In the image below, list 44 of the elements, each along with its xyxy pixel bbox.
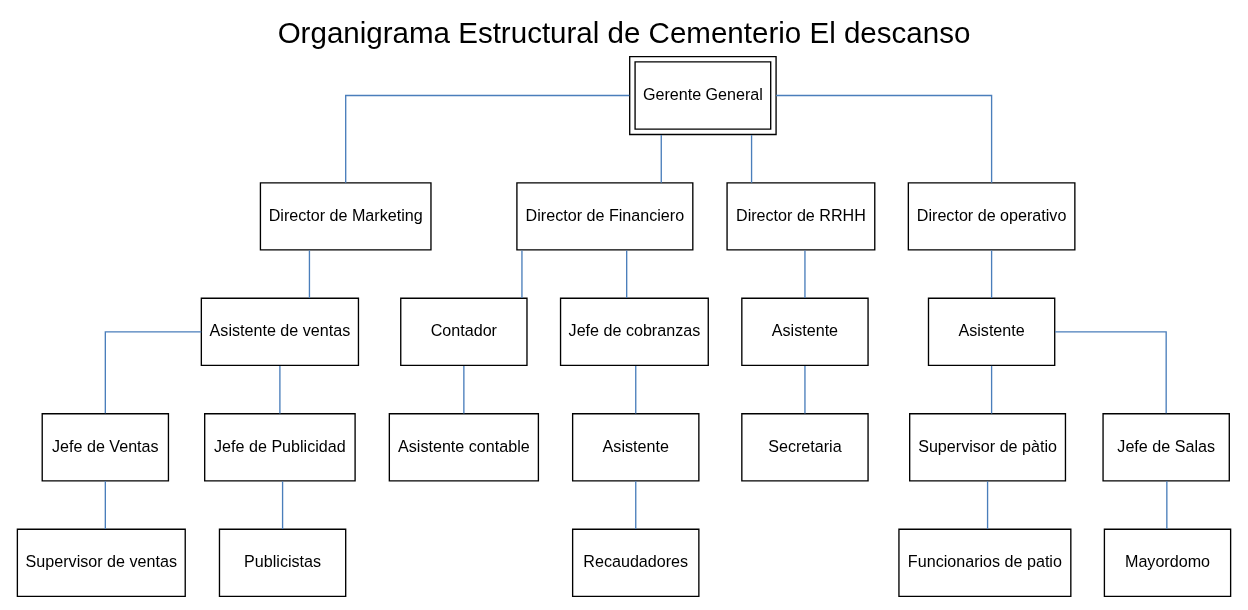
node-box: Recaudadores: [571, 528, 700, 598]
connector: [308, 249, 311, 299]
connector: [281, 480, 284, 530]
connector: [990, 249, 993, 299]
connector: [1166, 480, 1168, 530]
node-box: Asistente de ventas: [200, 297, 360, 367]
node-box: Jefe de Publicidad: [204, 413, 356, 482]
connector: [1054, 331, 1167, 414]
node-box: Director de Financiero: [516, 182, 694, 251]
node-box: Gerente General: [629, 55, 777, 136]
connector: [104, 480, 106, 530]
connector: [635, 365, 637, 415]
node-box: Publicistas: [218, 528, 347, 598]
connector: [104, 331, 202, 414]
node-box: Asistente: [927, 297, 1056, 367]
node-box: Asistente: [741, 297, 869, 367]
node-box: Director de RRHH: [726, 182, 876, 251]
node-box: Director de operativo: [907, 182, 1076, 251]
connector: [986, 480, 989, 530]
node-box: Asistente contable: [388, 413, 540, 482]
connector: [660, 134, 662, 184]
connector: [804, 249, 806, 299]
connector: [635, 480, 637, 530]
node-box: Supervisor de pàtio: [909, 413, 1067, 482]
connector: [804, 365, 806, 415]
node-box: Contador: [400, 297, 528, 367]
node-box: Jefe de cobranzas: [559, 297, 709, 367]
node-box: Director de Marketing: [259, 182, 432, 251]
connector: [750, 134, 753, 184]
connector: [521, 249, 523, 299]
connector: [775, 94, 993, 184]
diagram-title: Organigrama Estructural de Cementerio El descanso: [277, 15, 971, 49]
node-box: Jefe de Salas: [1102, 413, 1230, 482]
node-box: Secretaria: [741, 413, 869, 482]
connector: [463, 365, 465, 415]
node-box: Jefe de Ventas: [41, 413, 170, 482]
node-box: Mayordomo: [1103, 528, 1232, 598]
connector: [345, 94, 630, 184]
connector: [279, 365, 281, 415]
connector: [990, 365, 993, 415]
node-box: Asistente: [571, 413, 700, 482]
node-box: Funcionarios de patio: [898, 528, 1072, 598]
node-box: Supervisor de ventas: [16, 528, 186, 598]
connector: [626, 249, 628, 299]
